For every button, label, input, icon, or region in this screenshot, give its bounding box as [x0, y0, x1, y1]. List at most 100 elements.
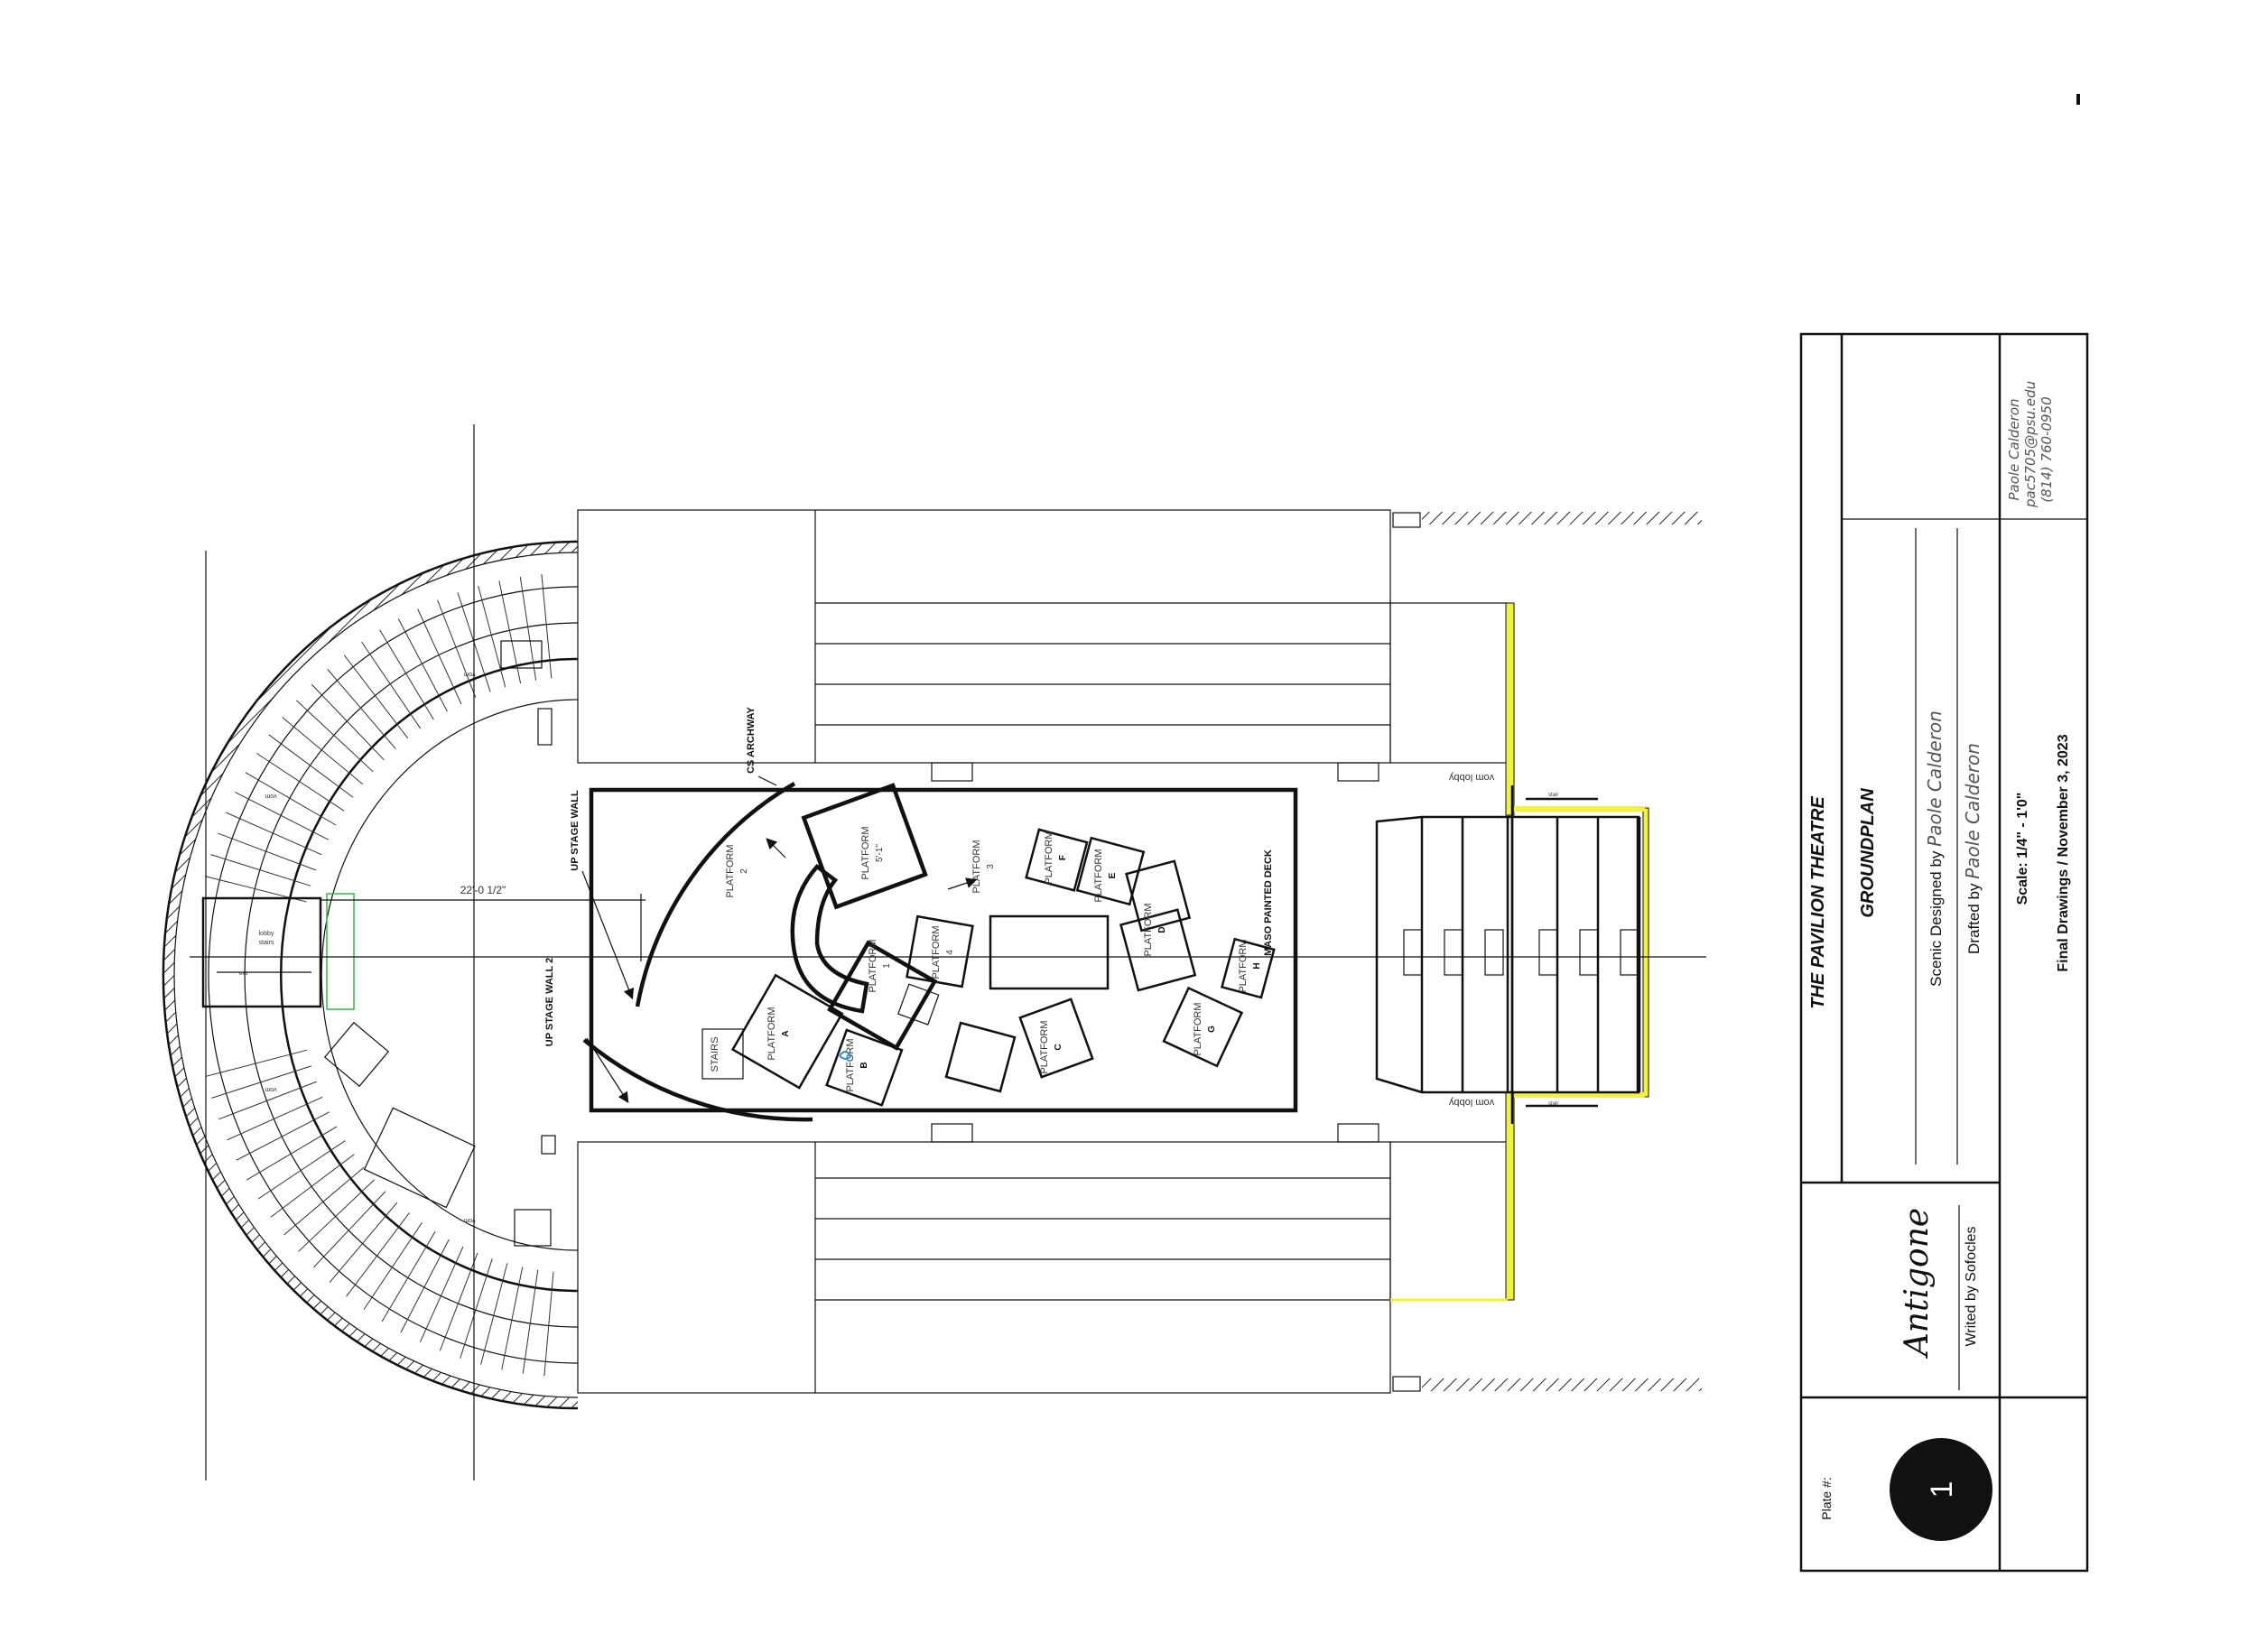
seat-radial-line	[439, 1252, 478, 1351]
seat-radial-line	[257, 1140, 346, 1200]
seat-radial-line	[541, 573, 553, 679]
svg-text:stairs: stairs	[259, 940, 274, 946]
seat-radial-line	[236, 1111, 330, 1161]
seat-radial-line	[460, 1258, 493, 1359]
svg-text:STAIRS: STAIRS	[710, 1037, 720, 1072]
svg-text:E: E	[1108, 872, 1118, 878]
svg-text:G: G	[1207, 1026, 1217, 1033]
seat-radial-line	[501, 1267, 524, 1370]
svg-text:PLATFORM: PLATFORM	[971, 840, 982, 893]
seat-radial-line	[235, 792, 330, 840]
svg-text:D: D	[1157, 926, 1167, 933]
svg-text:lobby: lobby	[259, 931, 274, 937]
vom-lobby-top: vom lobby	[1448, 772, 1494, 783]
svg-text:PLATFORM: PLATFORM	[931, 925, 942, 979]
seating-radial-lines	[204, 573, 554, 1377]
seat-radial-line	[417, 608, 462, 705]
svg-text:PLATFORM: PLATFORM	[725, 844, 736, 897]
status-label: Final Drawings / November 3, 2023	[2056, 734, 2071, 971]
seat-radial-line	[480, 1263, 508, 1365]
seat-radial-line	[498, 580, 522, 684]
seat-radial-line	[298, 1179, 376, 1252]
dimension-label: 22'-0 1/2"	[460, 884, 506, 896]
seat-radial-line	[363, 1221, 423, 1310]
sheet-title: GROUNDPLAN	[1858, 788, 1878, 918]
seat-radial-line	[311, 683, 385, 761]
svg-text:PLATFORM: PLATFORM	[1238, 939, 1249, 992]
plate-badge	[1890, 1438, 1992, 1541]
walls: CS ARCHWAY UP STAGE WALL UP STAGE WALL 2	[544, 706, 813, 1122]
seat-radial-line	[543, 1271, 554, 1377]
seat-radial-line	[478, 586, 506, 688]
seat-radial-line	[400, 1239, 450, 1333]
contact-name: Paole Calderon	[2006, 398, 2022, 500]
seat-radial-line	[329, 1202, 398, 1283]
seat-radial-line	[343, 654, 409, 739]
seat-radial-line	[282, 717, 364, 785]
title-block: THE PAVILION THEATRE GROUNDPLAN Scenic D…	[1799, 332, 2089, 1573]
seat-radial-line	[246, 1126, 338, 1181]
seat-radial-line	[211, 1065, 311, 1099]
svg-text:PLATFORM: PLATFORM	[1093, 849, 1104, 902]
svg-text:PLATFORM: PLATFORM	[845, 1038, 856, 1091]
svg-text:PLATFORM: PLATFORM	[1039, 1020, 1050, 1073]
svg-text:5'-1": 5'-1"	[875, 844, 885, 862]
theatre-name: THE PAVILION THEATRE	[1808, 796, 1828, 1009]
svg-text:PLATFORM: PLATFORM	[766, 1007, 777, 1060]
seat-radial-line	[268, 734, 354, 798]
seat-radial-line	[227, 1096, 323, 1141]
plate-number: 1	[1925, 1481, 1959, 1499]
seat-radial-line	[218, 1081, 317, 1120]
plate-label: Plate #:	[1819, 1477, 1834, 1519]
stage-deck: MASO PAINTED DECK	[589, 787, 1298, 1113]
svg-text:PLATFORM: PLATFORM	[860, 826, 871, 879]
seat-radial-line	[327, 669, 396, 749]
drafted-credit: Drafted by Paole Calderon	[1962, 743, 1983, 954]
seat-radial-line	[218, 832, 316, 871]
svg-text:H: H	[1252, 962, 1262, 969]
svg-text:PLATFORM: PLATFORM	[1044, 831, 1054, 884]
svg-text:F: F	[1058, 855, 1068, 860]
seat-radial-line	[379, 629, 434, 720]
seat-radial-line	[283, 1166, 365, 1236]
svg-text:PLATFORM: PLATFORM	[1193, 1002, 1203, 1055]
seat-radial-line	[205, 1049, 308, 1077]
seat-radial-line	[226, 812, 322, 856]
seat-radial-line	[270, 1154, 355, 1218]
svg-text:vom: vom	[265, 793, 276, 799]
scale-label: Scale: 1/4" - 1'0"	[2015, 793, 2030, 905]
seat-radial-line	[256, 753, 345, 812]
svg-text:stair: stair	[1548, 793, 1558, 798]
author-credit: Writed by Sofocles	[1964, 1226, 1979, 1346]
play-title: Antigone	[1899, 1208, 1936, 1359]
seat-radial-line	[522, 1269, 539, 1374]
stage-side-wings	[577, 509, 1702, 1394]
up-stage-wall-label: UP STAGE WALL	[570, 790, 581, 871]
svg-text:exit: exit	[239, 971, 248, 977]
seat-radial-line	[419, 1246, 464, 1343]
svg-text:C: C	[1054, 1044, 1063, 1050]
seat-radial-line	[437, 599, 477, 698]
scenic-credit: Scenic Designed by Paole Calderon	[1924, 710, 1946, 987]
seat-radial-line	[245, 772, 337, 826]
front-seating-block: stair stair	[1375, 785, 1641, 1124]
up-stage-wall-2-label: UP STAGE WALL 2	[544, 958, 555, 1046]
svg-text:3: 3	[986, 864, 996, 869]
seat-radial-line	[361, 641, 422, 729]
svg-text:vom: vom	[463, 1217, 475, 1223]
svg-text:PLATFORM: PLATFORM	[868, 939, 878, 992]
seat-radial-line	[210, 854, 311, 886]
platforms: PLATFORM 1 PLATFORM 2 PLATFORM 3 PLATFOR…	[701, 783, 1276, 1107]
svg-text:PLATFORM: PLATFORM	[1143, 903, 1154, 956]
seat-radial-line	[381, 1230, 436, 1323]
seat-radial-line	[346, 1212, 410, 1297]
auditorium-seating: lobby stairs exit vom vom vom vom	[162, 424, 579, 1480]
contact-email: pac5705@psu.edu	[2022, 381, 2039, 508]
seat-radial-line	[312, 1191, 386, 1268]
seat-radial-line	[519, 576, 537, 681]
seat-radial-line	[296, 700, 374, 773]
svg-text:B: B	[859, 1062, 869, 1068]
stray-mark	[2076, 94, 2080, 105]
svg-text:4: 4	[945, 950, 955, 955]
